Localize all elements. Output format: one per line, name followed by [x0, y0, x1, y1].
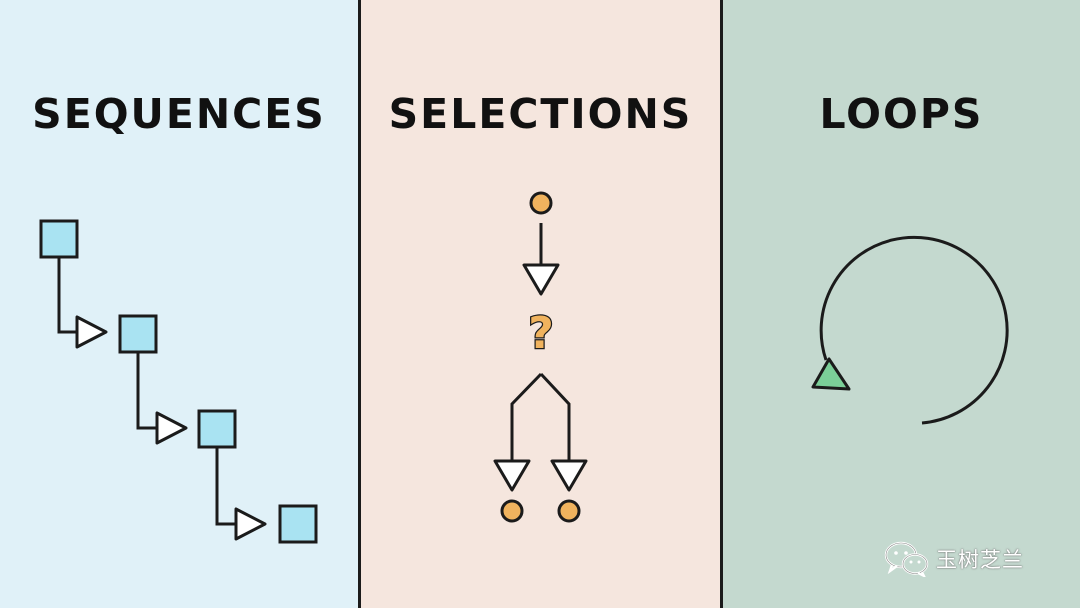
loop-flow — [811, 235, 1009, 425]
loop-arc — [819, 235, 1009, 425]
selection-flow: ? — [493, 191, 588, 523]
watermark-text: 玉树芝兰 — [936, 548, 1024, 572]
selection-arrow-left — [493, 459, 531, 492]
sequence-box-1 — [39, 219, 79, 259]
sequence-arrow-2 — [155, 411, 188, 445]
selection-branch — [510, 372, 571, 461]
selection-arrow-right — [550, 459, 588, 492]
selection-question-mark: ? — [528, 308, 554, 359]
selection-end-node-left — [500, 499, 524, 523]
sequence-arrow-3 — [234, 507, 267, 541]
loop-arrowhead — [811, 357, 851, 391]
sequence-box-2 — [118, 314, 158, 354]
selection-arrow-down — [522, 263, 560, 296]
sequence-arrow-1 — [75, 315, 108, 349]
sequence-box-3 — [197, 409, 237, 449]
sequence-box-4 — [278, 504, 318, 544]
loops-panel: LOOPS — [723, 0, 1080, 608]
selection-end-node-right — [557, 499, 581, 523]
selection-start-node — [529, 191, 553, 215]
sequence-flow — [39, 219, 318, 544]
sequence-connector-2 — [136, 352, 157, 430]
wechat-icon — [884, 541, 929, 577]
sequences-title: SEQUENCES — [32, 90, 326, 138]
loops-title: LOOPS — [819, 90, 984, 138]
selections-title: SELECTIONS — [388, 90, 693, 138]
sequence-connector-3 — [215, 447, 236, 526]
sequence-connector-1 — [57, 257, 77, 334]
watermark: 玉树芝兰 — [884, 541, 1054, 577]
selections-panel: SELECTIONS — [358, 0, 723, 608]
